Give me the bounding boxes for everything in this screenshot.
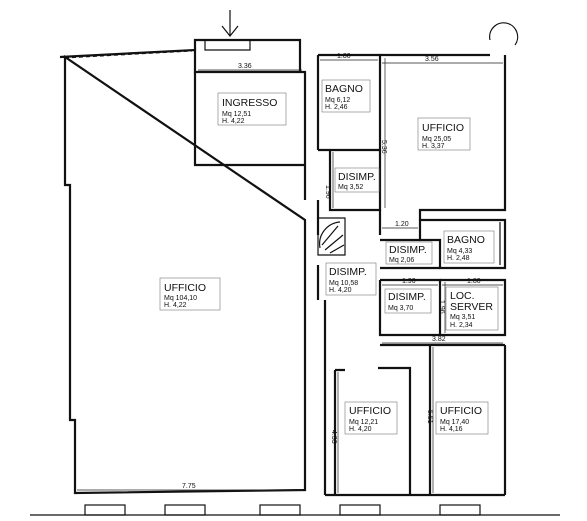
room-label-bagno2: BAGNO Mq 4,33 H. 2,48 — [443, 230, 495, 264]
svg-text:UFFICIO: UFFICIO — [349, 405, 391, 417]
room-label-ufficio-main: UFFICIO Mq 104,10 H. 4,22 — [159, 277, 221, 311]
facade-windows — [30, 504, 560, 516]
svg-text:Mq 6,12: Mq 6,12 — [325, 97, 350, 104]
wall-dashed-top — [64, 50, 193, 59]
svg-text:H. 3,37: H. 3,37 — [422, 143, 445, 150]
dim-ufficio-sc-height: 4.33 — [330, 372, 339, 493]
svg-text:4.33: 4.33 — [330, 430, 337, 444]
wall-disimp2 — [380, 238, 440, 270]
svg-text:UFFICIO: UFFICIO — [422, 122, 464, 134]
dim-disimp4-width: 1.90 — [382, 278, 438, 286]
svg-text:Mq 3,70: Mq 3,70 — [388, 305, 413, 312]
svg-text:3.82: 3.82 — [432, 336, 446, 343]
dim-south-width: 3.82 — [382, 336, 503, 344]
svg-text:1.90: 1.90 — [402, 278, 416, 285]
svg-text:SERVER: SERVER — [450, 301, 493, 313]
room-label-disimp3: DISIMP. Mq 10,58 H. 4,20 — [325, 262, 377, 296]
wall-entrance-top — [193, 38, 302, 72]
svg-text:BAGNO: BAGNO — [447, 234, 485, 246]
entrance-arrow-icon — [221, 10, 239, 37]
wall-south-upper — [380, 343, 507, 495]
wall-locserver — [440, 278, 507, 337]
wall-disimp1 — [328, 150, 382, 212]
room-label-ufficio-ne: UFFICIO Mq 25,05 H. 3,37 — [417, 117, 471, 151]
svg-text:UFFICIO: UFFICIO — [164, 282, 206, 294]
room-label-disimp2: DISIMP. Mq 2,06 — [385, 241, 433, 265]
wall-entrance-inner — [204, 40, 251, 51]
svg-text:1.80: 1.80 — [337, 53, 351, 60]
svg-text:INGRESSO: INGRESSO — [222, 97, 277, 109]
svg-text:H. 4,22: H. 4,22 — [164, 302, 187, 309]
svg-text:DISIMP.: DISIMP. — [329, 266, 367, 278]
wall-bagno1 — [318, 53, 382, 152]
svg-text:LOC.: LOC. — [450, 290, 475, 302]
stair-icon — [317, 217, 346, 256]
wall-ufficio-ne — [378, 53, 507, 235]
svg-text:3.36: 3.36 — [238, 63, 252, 70]
svg-text:H. 4,16: H. 4,16 — [440, 426, 463, 433]
room-label-bagno1: BAGNO Mq 6,12 H. 2,46 — [321, 79, 371, 113]
dim-locserver-height: 1.96 — [438, 282, 446, 333]
wall-ufficio-sc — [333, 366, 412, 495]
dim-ufficio-ne-width: 3.56 — [382, 56, 503, 64]
room-label-ingresso: INGRESSO Mq 12,51 H. 4,22 — [217, 92, 287, 126]
dim-main-width: 7.75 — [77, 483, 303, 491]
svg-text:1.96: 1.96 — [438, 300, 445, 314]
svg-text:Mq 17,40: Mq 17,40 — [440, 419, 469, 426]
room-label-disimp1: DISIMP. Mq 3,52 — [334, 167, 380, 193]
svg-text:Mq 12,51: Mq 12,51 — [222, 111, 251, 118]
svg-text:Mq 3,52: Mq 3,52 — [338, 184, 363, 191]
svg-text:H. 4,20: H. 4,20 — [329, 287, 352, 294]
svg-text:5.51: 5.51 — [426, 410, 433, 424]
svg-text:H. 2,34: H. 2,34 — [450, 322, 473, 329]
svg-text:DISIMP.: DISIMP. — [338, 171, 376, 183]
svg-text:1.96: 1.96 — [324, 185, 331, 199]
svg-text:1.80: 1.80 — [467, 278, 481, 285]
wall-spine — [316, 55, 327, 495]
dim-ufficio-se-height: 5.51 — [426, 347, 434, 493]
svg-text:Mq 25,05: Mq 25,05 — [422, 136, 451, 143]
dim-disimp1-height: 1.96 — [324, 152, 334, 208]
svg-text:DISIMP.: DISIMP. — [388, 291, 426, 303]
svg-text:1.20: 1.20 — [395, 221, 409, 228]
svg-text:H. 2,46: H. 2,46 — [325, 104, 348, 111]
svg-text:5.36: 5.36 — [380, 140, 387, 154]
dim-locserver-width: 1.80 — [442, 278, 503, 286]
svg-text:UFFICIO: UFFICIO — [440, 405, 482, 417]
svg-text:H. 2,48: H. 2,48 — [447, 255, 470, 262]
dim-bagno2-width: 1.20 — [382, 221, 418, 229]
dim-bagno-width: 1.80 — [320, 53, 378, 61]
room-label-locserver: LOC. SERVER Mq 3,51 H. 2,34 — [445, 286, 499, 331]
svg-text:H. 4,20: H. 4,20 — [349, 426, 372, 433]
svg-text:H. 4,22: H. 4,22 — [222, 118, 245, 125]
room-label-ufficio-se: UFFICIO Mq 17,40 H. 4,16 — [435, 401, 489, 435]
svg-text:3.56: 3.56 — [425, 56, 439, 63]
svg-text:Mq 4,33: Mq 4,33 — [447, 248, 472, 255]
dim-ufficio-ne-height: 5.36 — [380, 58, 387, 208]
wall-ingresso — [193, 72, 305, 167]
svg-text:BAGNO: BAGNO — [325, 83, 363, 95]
svg-text:Mq 2,06: Mq 2,06 — [389, 257, 414, 264]
svg-text:Mq 3,51: Mq 3,51 — [450, 314, 475, 321]
wall-round-tower — [489, 22, 519, 46]
svg-text:Mq 104,10: Mq 104,10 — [164, 295, 197, 302]
svg-text:Mq 12,21: Mq 12,21 — [349, 419, 378, 426]
room-label-disimp4: DISIMP. Mq 3,70 — [384, 288, 432, 314]
room-label-ufficio-sc: UFFICIO Mq 12,21 H. 4,20 — [344, 401, 398, 435]
svg-text:DISIMP.: DISIMP. — [389, 244, 427, 256]
svg-text:Mq 10,58: Mq 10,58 — [329, 280, 358, 287]
svg-text:7.75: 7.75 — [182, 483, 196, 490]
dim-ingresso-width: 3.36 — [198, 63, 302, 71]
